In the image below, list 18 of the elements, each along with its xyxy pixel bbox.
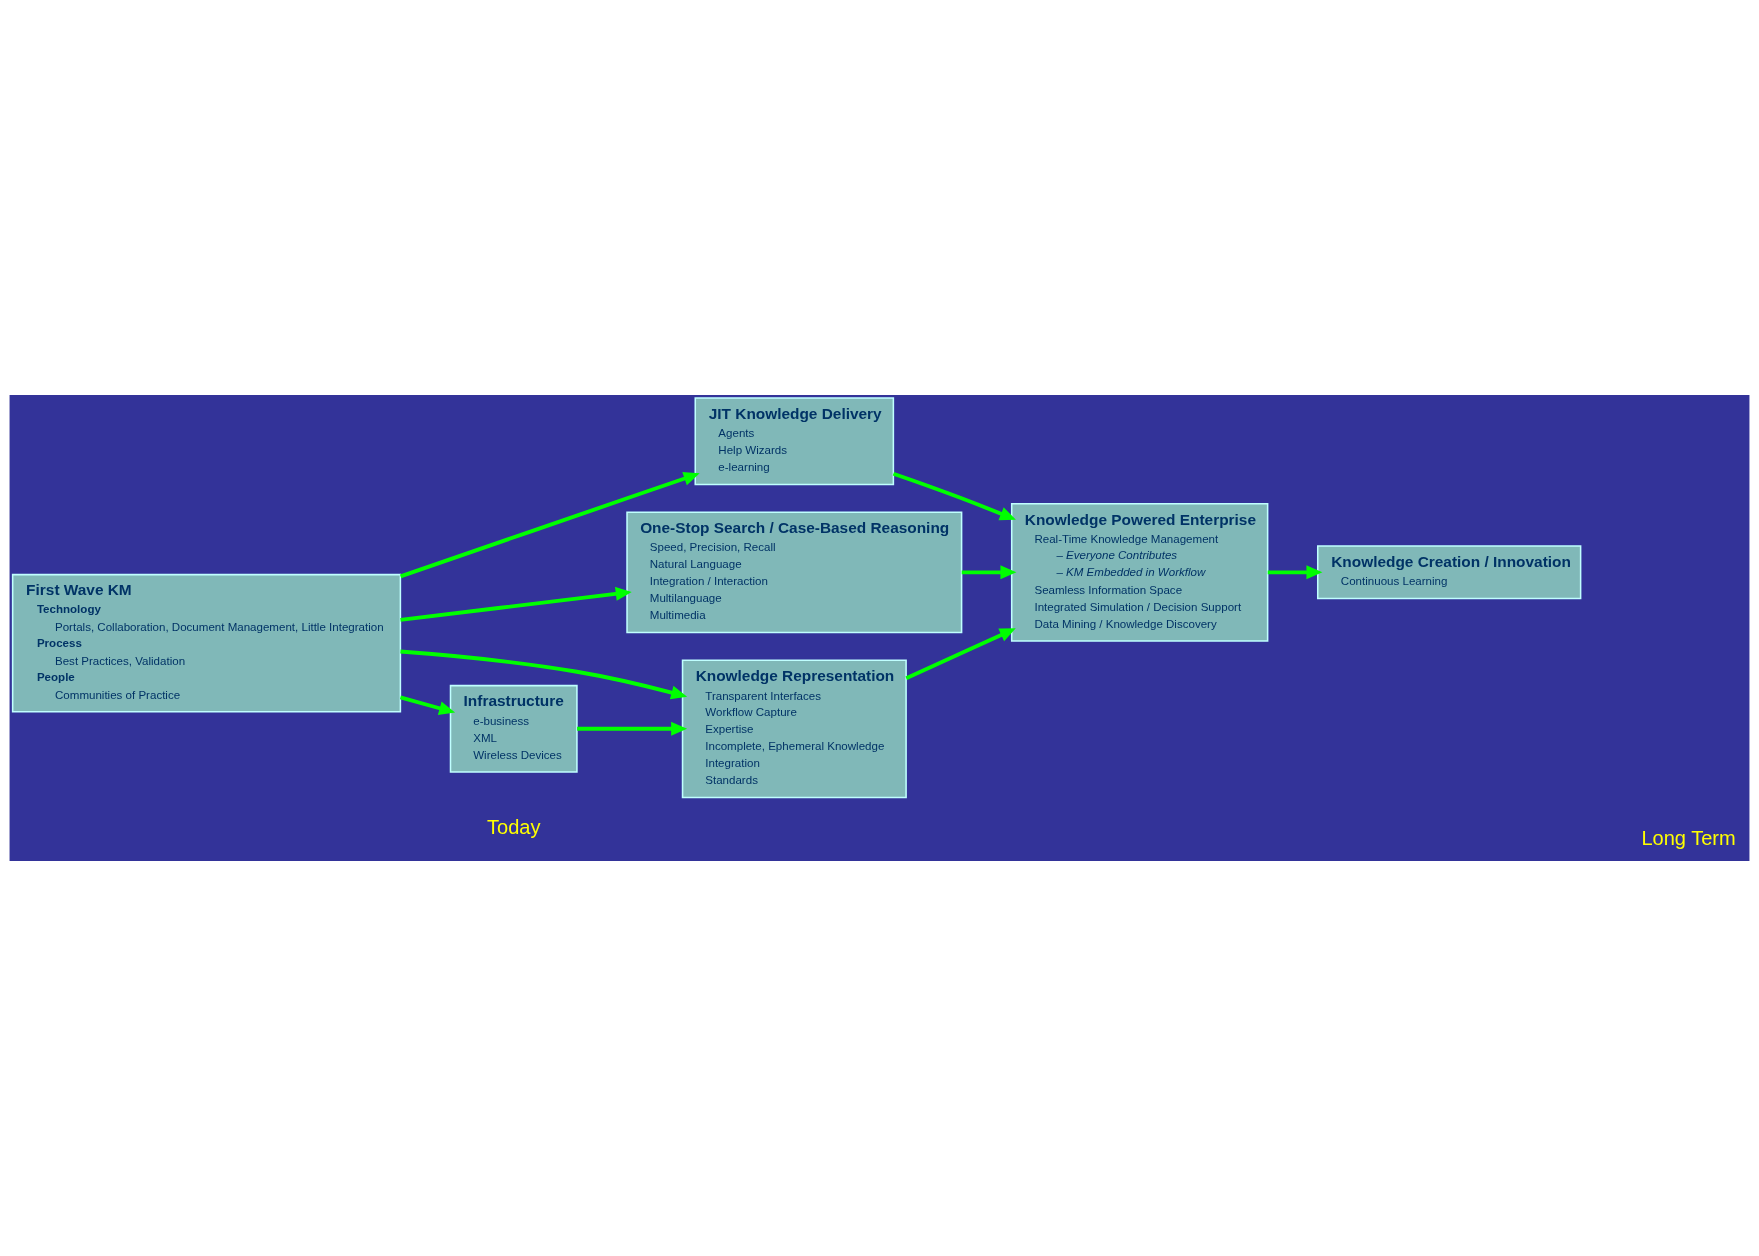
node-box: First Wave KM Technology Portals, Collaboration, Document Management, Little Integration Process Best Practices, Validation People Communities of Practice: [11, 573, 402, 713]
arrow: [961, 565, 1017, 580]
node-box: Knowledge Powered Enterprise Real-Time Knowledge Management – Everyone Contributes – KM Embedded in Workflow Seamless Information Space Integrated Simulation / Decision Support Data Mining / Knowledge Discovery: [1010, 502, 1269, 642]
label: Long Term: [1641, 826, 1736, 849]
node-box: Knowledge Representation Transparent Interfaces Workflow Capture Expertise Incomplete, Ephemeral Knowledge Integration Standards: [681, 659, 907, 799]
arrow: [399, 471, 700, 579]
node-box: One-Stop Search / Case-Based Reasoning Speed, Precision, Recall Natural Language Integration / Interaction Multilanguage Multimedia: [626, 511, 963, 634]
node-box: Infrastructure e-business XML Wireless Devices: [449, 684, 578, 773]
node-box: JIT Knowledge Delivery Agents Help Wizards e-learning: [694, 397, 895, 486]
arrow: [905, 628, 1016, 680]
node-box: Knowledge Creation / Innovation Continuous Learning: [1317, 545, 1582, 600]
arrow: [400, 586, 632, 622]
label: Today: [486, 815, 541, 838]
arrow: [399, 695, 456, 716]
arrow: [400, 649, 688, 700]
arrow: [577, 721, 688, 736]
arrow: [892, 471, 1016, 521]
arrow: [1267, 565, 1323, 580]
